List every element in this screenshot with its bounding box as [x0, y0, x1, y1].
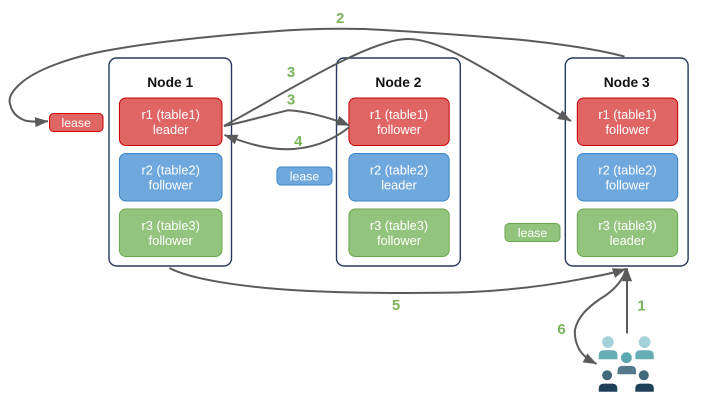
svg-text:r1 (table1): r1 (table1) — [142, 107, 200, 122]
svg-text:leader: leader — [381, 177, 417, 192]
svg-text:4: 4 — [294, 133, 303, 150]
svg-text:leader: leader — [610, 233, 646, 248]
svg-text:lease: lease — [61, 116, 91, 130]
svg-text:r3 (table3): r3 (table3) — [370, 218, 428, 233]
svg-text:5: 5 — [392, 297, 400, 314]
svg-text:Node 3: Node 3 — [604, 75, 650, 90]
svg-text:3: 3 — [287, 64, 295, 81]
svg-text:6: 6 — [557, 321, 565, 338]
svg-text:follower: follower — [149, 233, 194, 248]
svg-text:r2 (table2): r2 (table2) — [370, 162, 428, 177]
svg-text:r1 (table1): r1 (table1) — [598, 107, 656, 122]
svg-text:Node 2: Node 2 — [375, 75, 421, 90]
svg-text:follower: follower — [377, 122, 422, 137]
svg-text:3: 3 — [287, 92, 295, 109]
svg-text:r3 (table3): r3 (table3) — [598, 218, 656, 233]
svg-text:leader: leader — [153, 122, 189, 137]
svg-text:Node 1: Node 1 — [147, 75, 193, 90]
svg-text:r3 (table3): r3 (table3) — [142, 218, 200, 233]
svg-text:follower: follower — [605, 177, 650, 192]
svg-text:2: 2 — [336, 10, 344, 27]
svg-text:r2 (table2): r2 (table2) — [142, 162, 200, 177]
svg-text:follower: follower — [149, 177, 194, 192]
svg-text:r1 (table1): r1 (table1) — [370, 107, 428, 122]
svg-text:lease: lease — [518, 226, 548, 240]
svg-text:r2 (table2): r2 (table2) — [598, 162, 656, 177]
svg-text:lease: lease — [290, 169, 320, 183]
svg-text:follower: follower — [377, 233, 422, 248]
svg-text:follower: follower — [605, 122, 650, 137]
svg-text:1: 1 — [637, 298, 645, 315]
